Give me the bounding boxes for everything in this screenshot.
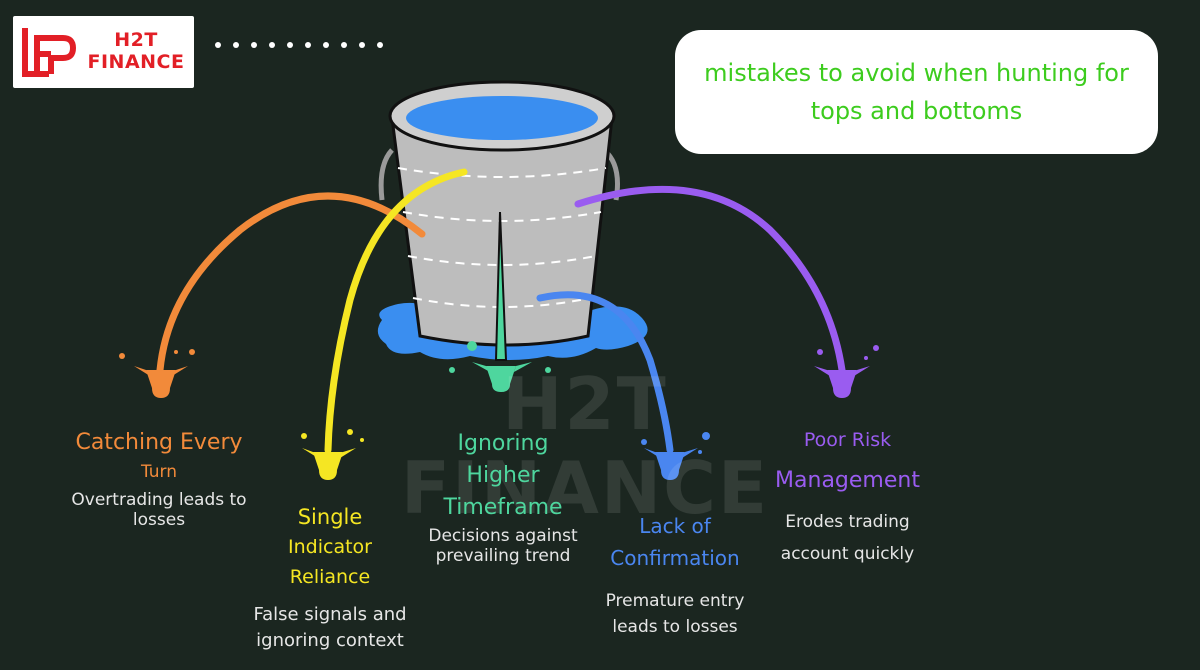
mistake-title-line: Management [775,468,920,493]
mistake-title-line: Single [297,505,363,529]
green-splash-icon [449,341,551,392]
logo-mark-icon [22,28,77,77]
yellow-splash-icon [301,429,364,480]
page-title: mistakes to avoid when hunting for tops … [704,59,1129,125]
green-stream [494,211,508,361]
mistake-lack-of-confirmation: Lack of Confirmation Premature entry lea… [585,510,765,640]
mistake-title-line: Turn [140,462,178,482]
title-box: mistakes to avoid when hunting for tops … [675,30,1158,154]
blue-stream [536,291,674,454]
mistake-single-indicator-reliance: Single Indicator Reliance False signals … [240,502,420,654]
mistake-title-line: Indicator [288,536,372,558]
watermark: H2T FINANCE [400,362,770,530]
mistake-ignoring-higher-timeframe: Ignoring Higher Timeframe Decisions agai… [403,428,603,566]
dotted-separator [215,42,383,48]
yellow-stream [324,168,468,454]
orange-splash-icon [119,349,195,398]
logo-text-line2: FINANCE [87,51,185,73]
mistake-poor-risk-management: Poor Risk Management Erodes trading acco… [760,424,935,570]
mistake-description-line: losses [132,510,186,530]
logo-text-line1: H2T [114,29,158,51]
orange-stream [156,192,426,374]
mistake-title-line: Lack of [639,514,711,538]
mistake-title-line: Reliance [289,566,371,588]
mistake-description-line: Erodes trading [785,512,910,532]
blue-splash-icon [641,432,710,480]
mistake-title-line: Confirmation [610,546,740,570]
purple-splash-icon [814,345,879,398]
purple-stream [574,185,846,374]
mistake-title-line: Higher [466,463,540,488]
logo-text: H2T FINANCE [81,29,191,73]
water-surface [406,96,598,140]
mistake-description-line: leads to losses [612,617,738,637]
mistake-catching-every-turn: Catching Every Turn Overtrading leads to… [40,428,278,530]
mistake-description-line: Premature entry [605,591,745,611]
mistake-description-line: False signals and [253,604,407,625]
mistake-description-line: prevailing trend [435,546,571,566]
mistake-title-line: Ignoring [457,431,549,456]
mistake-title-line: Poor Risk [803,429,892,451]
h2t-finance-logo: H2T FINANCE [13,16,194,88]
mistake-title-line: Timeframe [443,495,563,520]
mistake-title-line: Catching Every [75,430,243,455]
mistake-description-line: account quickly [780,544,915,564]
mistake-description-line: Overtrading leads to [71,490,247,510]
mistake-description-line: Decisions against [428,526,578,546]
mistake-description-line: ignoring context [256,630,404,651]
